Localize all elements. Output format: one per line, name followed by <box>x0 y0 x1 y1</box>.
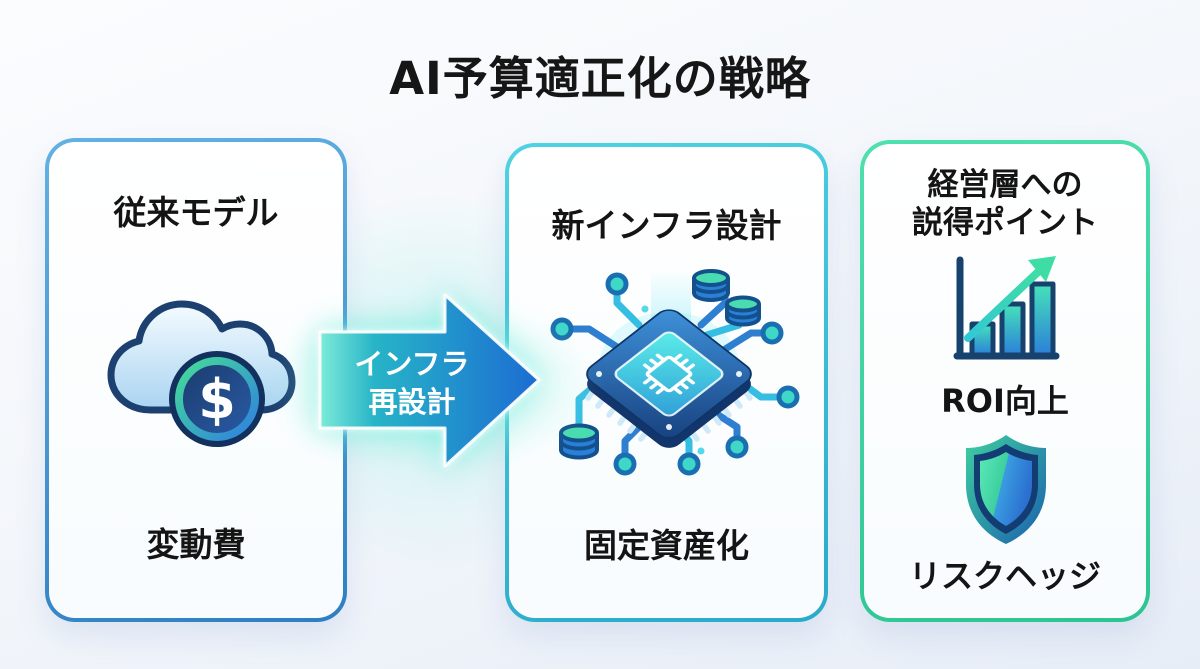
card-traditional-model-body: 従来モデル $ 変動費 <box>49 142 343 618</box>
card-management-points-body: 経営層への 説得ポイント <box>864 144 1146 618</box>
card-management-points-title-line2: 説得ポイント <box>912 205 1098 241</box>
svg-text:$: $ <box>198 368 236 431</box>
card-new-infrastructure-caption: 固定資産化 <box>584 526 749 565</box>
card-new-infrastructure-body: 新インフラ設計 <box>509 147 824 618</box>
card-traditional-model-caption: 変動費 <box>146 525 246 564</box>
card-management-points: 経営層への 説得ポイント <box>860 140 1150 622</box>
shield-icon <box>966 435 1046 544</box>
cloud-dollar-icon: $ <box>107 300 296 447</box>
arrow-label-line1: インフラ <box>354 347 469 381</box>
card-traditional-model-title: 従来モデル <box>113 193 279 232</box>
page-title: AI予算適正化の戦略 <box>389 52 811 105</box>
point-roi-label: ROI向上 <box>941 382 1069 420</box>
bar-chart-growth-icon <box>953 256 1060 360</box>
chip-network-icon <box>550 269 800 476</box>
card-management-points-title-line1: 経営層への <box>927 167 1083 203</box>
card-management-points-title: 経営層への 説得ポイント <box>864 166 1146 242</box>
transition-arrow: インフラ 再設計 <box>318 293 541 468</box>
card-new-infrastructure-title: 新インフラ設計 <box>551 206 782 245</box>
arrow-label-line2: 再設計 <box>368 385 455 419</box>
card-new-infrastructure: 新インフラ設計 <box>505 143 828 622</box>
point-risk-hedge-label: リスクヘッジ <box>908 557 1101 595</box>
card-traditional-model: 従来モデル $ 変動費 <box>45 138 347 622</box>
